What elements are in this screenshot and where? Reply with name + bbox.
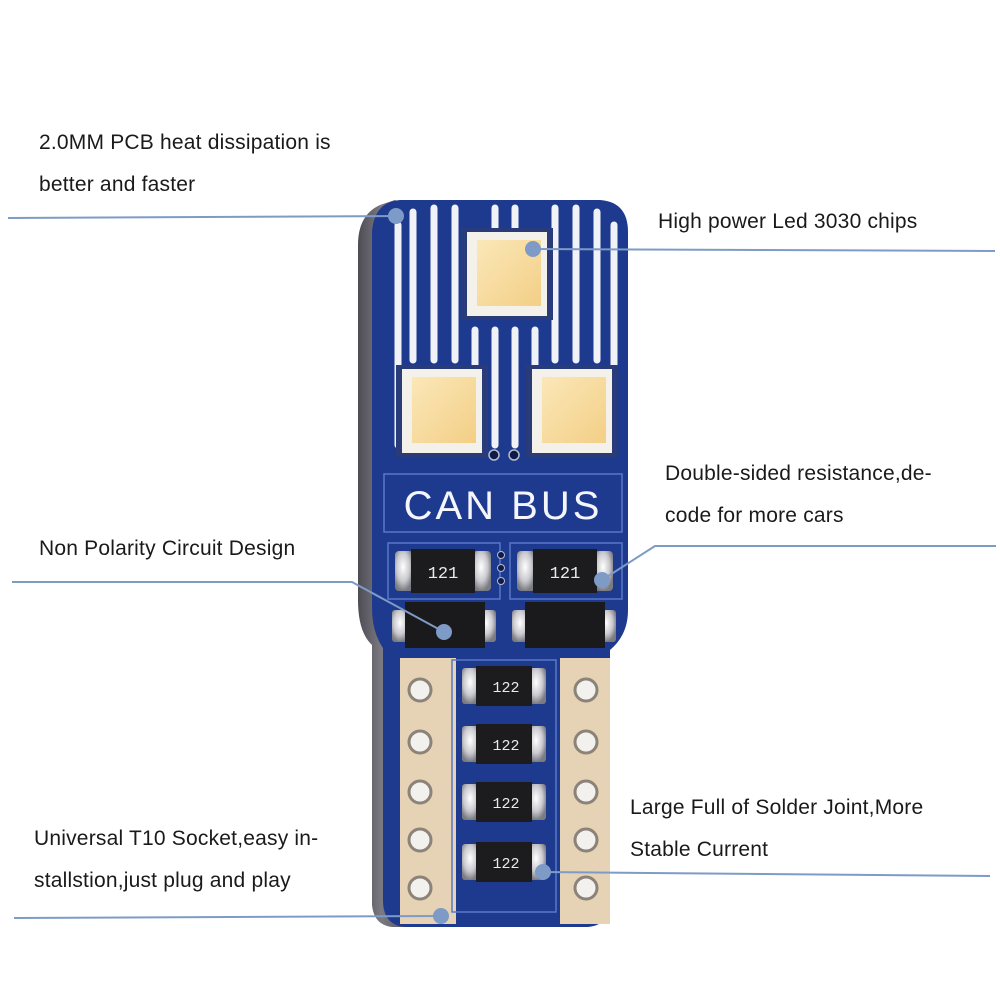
solder-holes-right xyxy=(573,677,599,901)
annotation-solder-line1: Large Full of Solder Joint,More xyxy=(630,796,924,819)
resistor-code-2: 122 xyxy=(492,738,519,755)
annotation-socket-line1: Universal T10 Socket,easy in- xyxy=(34,827,319,850)
leader-line-solder xyxy=(542,871,991,877)
annotation-solder-line2: Stable Current xyxy=(630,838,769,861)
annotation-resistance: Double-sided resistance,de- code for mor… xyxy=(665,453,932,537)
led-chip-left xyxy=(396,365,488,457)
annotation-resistance-line1: Double-sided resistance,de- xyxy=(665,462,932,485)
annotation-pcb-line2: better and faster xyxy=(39,173,196,196)
leader-line-socket xyxy=(13,915,442,919)
resistor-column: 122 122 122 122 xyxy=(451,659,557,913)
solder-holes-left xyxy=(407,677,433,901)
leader-dots xyxy=(388,208,610,924)
annotation-solder: Large Full of Solder Joint,More Stable C… xyxy=(630,787,923,871)
leader-line-polarity xyxy=(12,581,445,633)
resistor-top-left-code: 121 xyxy=(428,565,459,584)
annotation-socket: Universal T10 Socket,easy in- stallstion… xyxy=(34,818,318,902)
annotation-polarity-line1: Non Polarity Circuit Design xyxy=(39,537,296,560)
led-chip-top xyxy=(461,228,553,320)
annotation-pcb: 2.0MM PCB heat dissipation is better and… xyxy=(39,122,331,206)
annotation-pcb-line1: 2.0MM PCB heat dissipation is xyxy=(39,131,331,154)
leader-lines xyxy=(7,215,996,919)
resistor-top-right-code: 121 xyxy=(550,565,581,584)
annotation-resistance-line2: code for more cars xyxy=(665,504,844,527)
leader-line-resistance xyxy=(601,545,996,581)
resistor-code-4: 122 xyxy=(492,856,519,873)
leader-line-led xyxy=(532,248,996,252)
resistor-code-1: 122 xyxy=(492,680,519,697)
diode-right xyxy=(512,602,616,648)
leader-line-pcb xyxy=(7,215,397,219)
resistor-top-right: 121 xyxy=(509,542,623,600)
annotation-polarity: Non Polarity Circuit Design xyxy=(39,528,295,570)
resistor-top-left: 121 xyxy=(387,542,501,600)
resistor-code-3: 122 xyxy=(492,796,519,813)
annotation-socket-line2: stallstion,just plug and play xyxy=(34,869,291,892)
annotation-led-line1: High power Led 3030 chips xyxy=(658,210,918,233)
board-title: CAN BUS xyxy=(404,484,603,528)
annotation-led: High power Led 3030 chips xyxy=(658,201,918,243)
led-chip-right xyxy=(526,365,618,457)
